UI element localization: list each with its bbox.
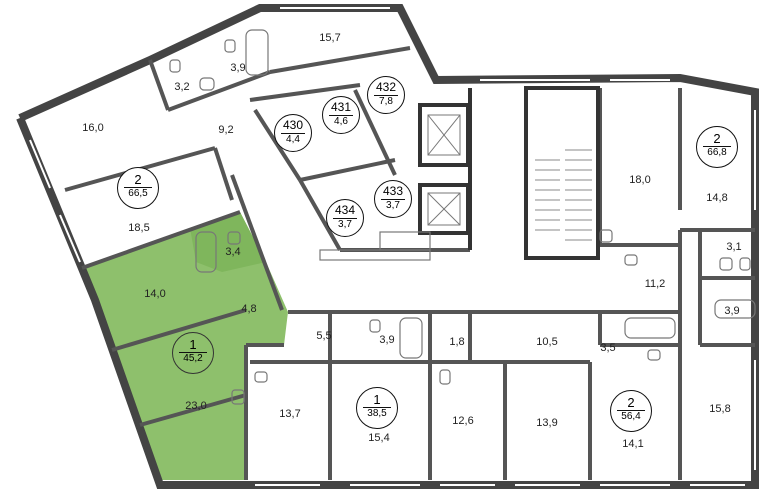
unit-badge[interactable]: 431 4,6 xyxy=(322,96,360,134)
unit-badge[interactable]: 1 38,5 xyxy=(356,387,398,429)
room-area: 3,1 xyxy=(726,241,742,253)
unit-badge[interactable]: 434 3,7 xyxy=(326,199,364,237)
room-area: 10,5 xyxy=(536,336,558,348)
room-area: 13,9 xyxy=(536,417,558,429)
unit-rooms: 432 xyxy=(375,80,397,94)
unit-area: 4,6 xyxy=(329,115,353,128)
room-area: 5,5 xyxy=(316,330,332,342)
room-area: 14,0 xyxy=(144,288,166,300)
unit-rooms: 2 xyxy=(713,131,721,146)
bath-fixtures xyxy=(169,29,756,405)
room-area: 14,1 xyxy=(622,438,644,450)
room-area: 3,4 xyxy=(225,246,241,258)
unit-area: 7,8 xyxy=(374,95,398,108)
room-area: 23,0 xyxy=(185,400,207,412)
room-area: 3,5 xyxy=(600,342,616,354)
unit-area: 45,2 xyxy=(179,352,207,365)
room-area: 15,7 xyxy=(319,32,341,44)
unit-badge[interactable]: 2 66,8 xyxy=(696,126,738,168)
unit-area: 3,7 xyxy=(381,199,405,212)
unit-rooms: 433 xyxy=(382,184,404,198)
unit-badge[interactable]: 2 66,5 xyxy=(117,167,159,209)
room-area: 3,9 xyxy=(379,334,395,346)
unit-area: 3,7 xyxy=(333,218,357,231)
room-area: 16,0 xyxy=(82,122,104,134)
room-area: 12,6 xyxy=(452,415,474,427)
unit-badge[interactable]: 2 56,4 xyxy=(610,390,652,432)
building-core xyxy=(418,86,600,260)
room-area: 15,8 xyxy=(709,403,731,415)
unit-area: 4,4 xyxy=(281,133,305,146)
room-area: 4,8 xyxy=(241,303,257,315)
stairs xyxy=(535,149,592,241)
room-area: 18,5 xyxy=(128,222,150,234)
room-area: 11,2 xyxy=(644,278,666,290)
outer-walls xyxy=(16,3,759,489)
unit-rooms: 434 xyxy=(334,203,356,217)
room-area: 14,8 xyxy=(706,192,728,204)
room-area: 3,9 xyxy=(724,305,740,317)
room-area: 3,2 xyxy=(174,81,190,93)
unit-area: 66,8 xyxy=(703,146,731,159)
interior-walls xyxy=(64,46,755,480)
unit-area: 66,5 xyxy=(124,187,152,200)
room-area: 1,8 xyxy=(449,336,465,348)
unit-rooms: 1 xyxy=(373,392,381,407)
unit-badge[interactable]: 432 7,8 xyxy=(367,76,405,114)
room-area: 18,0 xyxy=(629,174,651,186)
unit-area: 56,4 xyxy=(617,410,645,423)
unit-rooms: 1 xyxy=(189,337,197,352)
unit-rooms: 2 xyxy=(627,395,635,410)
room-area: 15,4 xyxy=(368,432,390,444)
elevator-crosses xyxy=(427,114,461,226)
room-area: 3,9 xyxy=(230,62,246,74)
unit-badge[interactable]: 1 45,2 xyxy=(172,332,214,374)
unit-badge[interactable]: 430 4,4 xyxy=(274,114,312,152)
unit-rooms: 431 xyxy=(330,100,352,114)
room-area: 13,7 xyxy=(279,408,301,420)
unit-badge[interactable]: 433 3,7 xyxy=(374,180,412,218)
room-area: 9,2 xyxy=(218,124,234,136)
windows xyxy=(29,7,756,486)
unit-rooms: 430 xyxy=(282,118,304,132)
unit-area: 38,5 xyxy=(363,407,391,420)
unit-rooms: 2 xyxy=(134,172,142,187)
